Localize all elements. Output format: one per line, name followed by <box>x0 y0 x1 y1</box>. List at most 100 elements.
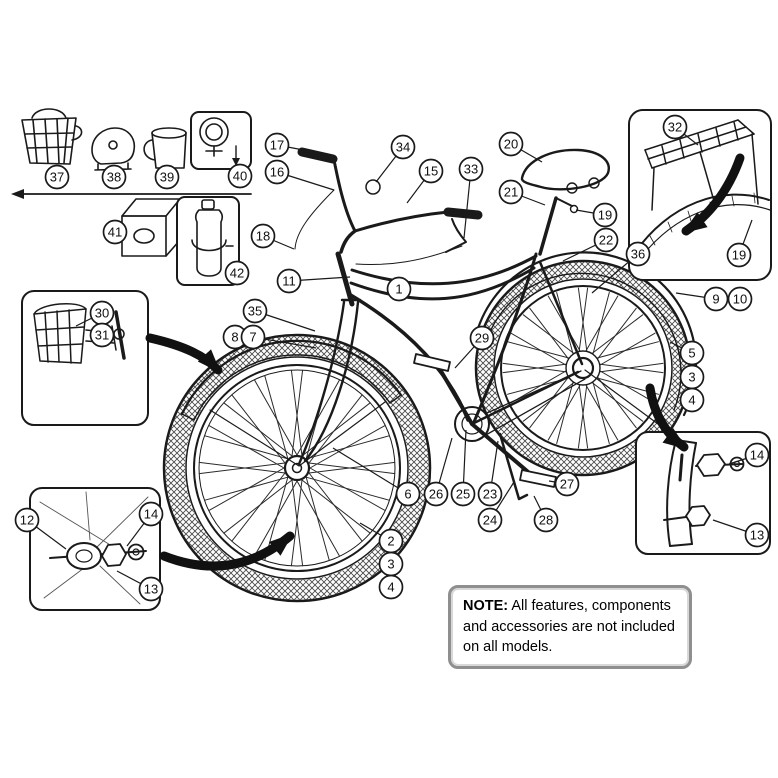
callout-15: 15 <box>418 158 444 184</box>
svg-text:4: 4 <box>688 393 695 408</box>
callout-18: 18 <box>250 223 276 249</box>
headlight-accessory-icon <box>199 117 240 166</box>
callout-24: 24 <box>477 507 503 533</box>
svg-text:27: 27 <box>560 477 574 492</box>
svg-text:42: 42 <box>230 266 244 281</box>
inset-hub-spokes <box>39 491 149 605</box>
twin-tube <box>349 266 536 301</box>
saddle <box>520 148 610 191</box>
seat-stay <box>538 260 584 366</box>
fork <box>297 298 362 466</box>
svg-text:14: 14 <box>750 448 764 463</box>
svg-text:18: 18 <box>256 229 270 244</box>
pointer-arrow-rear-rack <box>681 153 745 236</box>
callout-4: 4 <box>378 574 404 600</box>
callout-39: 39 <box>154 164 180 190</box>
top-tube <box>350 254 538 286</box>
pointer-arrow-front-basket <box>145 333 223 375</box>
callout-6: 6 <box>395 481 421 507</box>
callout-3: 3 <box>378 551 404 577</box>
pedal <box>519 469 557 488</box>
water-bottle-accessory-icon <box>191 199 234 277</box>
rear-fender-stay <box>584 369 659 425</box>
pointer-arrow-rear-axle <box>645 383 689 452</box>
svg-text:37: 37 <box>50 170 64 185</box>
callout-13: 13 <box>138 576 164 602</box>
svg-text:1: 1 <box>395 282 402 297</box>
svg-text:26: 26 <box>429 487 443 502</box>
svg-text:34: 34 <box>396 140 410 155</box>
chainring <box>454 406 490 442</box>
front-wheel <box>162 333 432 603</box>
dropout-slot <box>678 453 684 482</box>
svg-text:19: 19 <box>732 248 746 263</box>
bicycle-illustration <box>162 147 698 603</box>
svg-text:5: 5 <box>688 346 695 361</box>
svg-text:41: 41 <box>108 225 122 240</box>
svg-text:33: 33 <box>464 162 478 177</box>
callout-32: 32 <box>662 114 688 140</box>
axle-nut <box>101 543 127 567</box>
accessories-row <box>11 108 252 286</box>
svg-text:38: 38 <box>107 170 121 185</box>
callout-22: 22 <box>593 227 619 253</box>
callout-12: 12 <box>14 507 40 533</box>
saddle-assembly <box>520 148 610 256</box>
callout-17: 17 <box>264 132 290 158</box>
rear-axle-nut <box>696 453 726 477</box>
note-label: NOTE: <box>463 598 509 614</box>
leader-line-6 <box>332 447 409 495</box>
callout-40: 40 <box>227 163 253 189</box>
svg-text:23: 23 <box>483 487 497 502</box>
svg-text:8: 8 <box>231 330 238 345</box>
inset-front-basket <box>21 290 223 426</box>
pointer-arrow-front-hub <box>159 531 295 571</box>
front-fender <box>180 339 403 467</box>
svg-text:19: 19 <box>598 208 612 223</box>
front-fender-braces <box>209 401 386 467</box>
note-text: All features, components and accessories… <box>463 598 675 656</box>
callout-34: 34 <box>390 134 416 160</box>
svg-text:24: 24 <box>483 513 497 528</box>
right-grip <box>443 207 483 220</box>
saddle-spring <box>588 177 600 189</box>
callout-38: 38 <box>101 164 127 190</box>
callout-19: 19 <box>592 202 618 228</box>
mount-bolt <box>685 505 711 527</box>
svg-text:13: 13 <box>750 528 764 543</box>
svg-text:11: 11 <box>282 274 296 289</box>
callout-28: 28 <box>533 507 559 533</box>
accessories-arrow-line <box>11 189 252 199</box>
trunk-box-accessory-icon <box>121 198 181 257</box>
svg-text:4: 4 <box>387 580 394 595</box>
callout-13: 13 <box>744 522 770 548</box>
svg-text:40: 40 <box>233 169 247 184</box>
saddle-spring <box>566 182 578 194</box>
callout-36: 36 <box>625 241 651 267</box>
svg-text:39: 39 <box>160 170 174 185</box>
accessory-box-42 <box>176 196 240 286</box>
svg-text:20: 20 <box>504 137 518 152</box>
crank-arm <box>436 364 474 426</box>
chain <box>476 370 586 441</box>
callout-42: 42 <box>224 260 250 286</box>
callout-35: 35 <box>242 298 268 324</box>
stem <box>339 229 357 254</box>
kickstand <box>498 432 529 501</box>
brake-cable <box>355 245 463 265</box>
svg-text:13: 13 <box>144 582 158 597</box>
callout-19: 19 <box>726 242 752 268</box>
svg-text:15: 15 <box>424 164 438 179</box>
svg-text:30: 30 <box>95 306 109 321</box>
callout-7: 7 <box>240 324 266 350</box>
svg-text:2: 2 <box>387 534 394 549</box>
inset-front-hub <box>29 487 295 611</box>
crank-arm <box>470 422 536 479</box>
mug-accessory-icon <box>143 127 187 169</box>
handlebar <box>294 147 483 265</box>
callout-29: 29 <box>469 325 495 351</box>
seat-clamp-bolt <box>569 204 579 214</box>
svg-text:14: 14 <box>144 507 158 522</box>
